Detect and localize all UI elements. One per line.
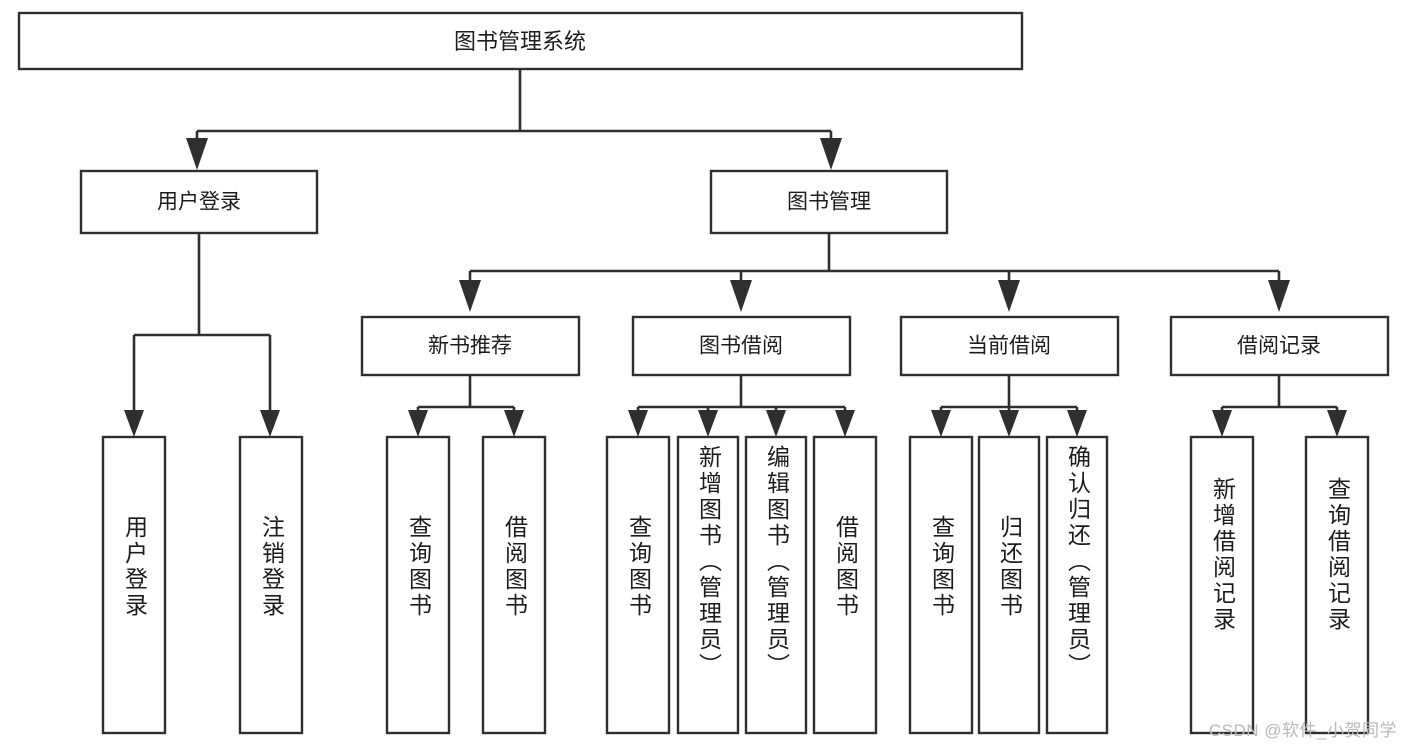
node-user-login[interactable]: 用户登录 — [79, 169, 319, 235]
arrow-head-icon — [408, 410, 428, 437]
arrow-head-icon — [1327, 410, 1347, 437]
arrow-head-icon — [1067, 410, 1087, 437]
arrow-head-icon — [820, 138, 842, 170]
leaf-box-confirm-return-admin[interactable] — [1045, 435, 1109, 735]
leaf-box-borrow-book-1[interactable] — [481, 435, 547, 735]
node-box — [17, 11, 1024, 71]
node-label: 当前借阅 — [967, 335, 1051, 358]
node-box — [631, 315, 852, 377]
node-label: 图书管理 — [787, 191, 871, 214]
node-label: 新书推荐 — [428, 335, 512, 358]
arrow-head-icon — [730, 280, 752, 312]
connector-borrow-record-to-leaves — [1212, 375, 1347, 437]
node-book-manage[interactable]: 图书管理 — [709, 169, 949, 235]
leaf-box-add-borrow-record[interactable] — [1189, 435, 1255, 735]
connector-user-login-to-leaves — [124, 233, 280, 437]
arrow-head-icon — [260, 410, 280, 437]
leaf-box-query-book-3[interactable] — [908, 435, 974, 735]
connector-book-borrow-to-leaves — [628, 375, 855, 437]
arrow-head-icon — [766, 410, 786, 437]
connector-current-borrow-to-leaves — [931, 375, 1087, 437]
node-box — [899, 315, 1120, 377]
node-label: 图书管理系统 — [454, 29, 586, 54]
node-box — [709, 169, 949, 235]
leaf-box-query-borrow-record[interactable] — [1304, 435, 1370, 735]
leaf-box-edit-book-admin[interactable] — [744, 435, 808, 735]
node-label: 图书借阅 — [699, 335, 783, 358]
arrow-head-icon — [999, 410, 1019, 437]
arrow-head-icon — [186, 138, 208, 170]
leaf-box-user-login[interactable] — [101, 435, 167, 735]
arrow-head-icon — [124, 410, 144, 437]
connector-book-manage-to-level3 — [459, 233, 1290, 312]
arrow-head-icon — [931, 410, 951, 437]
node-book-borrow[interactable]: 图书借阅 — [631, 315, 852, 377]
leaf-box-query-book-2[interactable] — [605, 435, 671, 735]
node-label: 用户登录 — [157, 191, 241, 214]
node-borrow-record[interactable]: 借阅记录 — [1169, 315, 1390, 377]
arrow-head-icon — [998, 280, 1020, 312]
arrow-head-icon — [504, 410, 524, 437]
arrow-head-icon — [1212, 410, 1232, 437]
arrow-head-icon — [698, 410, 718, 437]
leaf-box-query-book-1[interactable] — [385, 435, 451, 735]
leaf-box-logout-login[interactable] — [238, 435, 304, 735]
arrow-head-icon — [628, 410, 648, 437]
connector-new-book-to-leaves — [408, 375, 524, 437]
node-new-book-recommend[interactable]: 新书推荐 — [360, 315, 581, 377]
node-root-system[interactable]: 图书管理系统 — [17, 11, 1024, 71]
leaf-box-return-book[interactable] — [977, 435, 1041, 735]
node-box — [360, 315, 581, 377]
node-label: 借阅记录 — [1237, 335, 1321, 358]
watermark-credit: CSDN @软件_小贺同学 — [1208, 721, 1397, 740]
node-box — [79, 169, 319, 235]
leaf-box-borrow-book-2[interactable] — [812, 435, 878, 735]
node-box — [1169, 315, 1390, 377]
node-current-borrow[interactable]: 当前借阅 — [899, 315, 1120, 377]
leaf-box-add-book-admin[interactable] — [676, 435, 740, 735]
arrow-head-icon — [1268, 280, 1290, 312]
arrow-head-icon — [459, 280, 481, 312]
connector-root-to-level2 — [186, 69, 842, 170]
arrow-head-icon — [835, 410, 855, 437]
